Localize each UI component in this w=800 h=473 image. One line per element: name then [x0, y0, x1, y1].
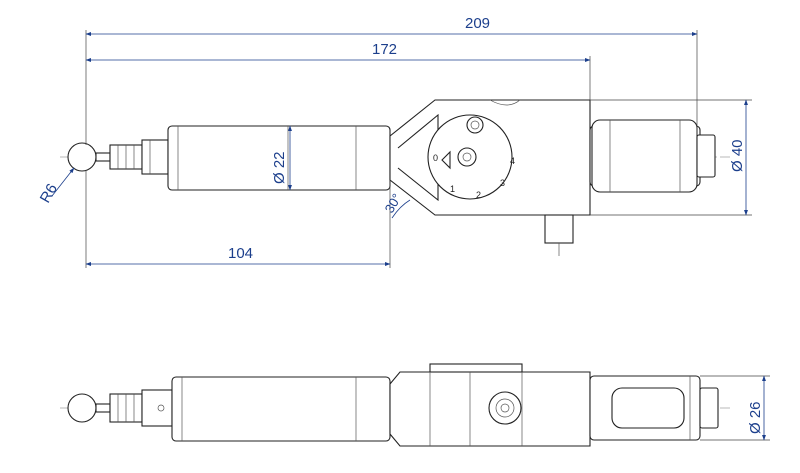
dial-mark-2: 2 [476, 190, 481, 200]
dial-center [457, 147, 477, 167]
dim-ball-radius: R6 [37, 181, 61, 206]
dial: 0 1 2 3 4 [427, 114, 515, 200]
adapter [141, 139, 169, 175]
dim-side-diameter: Ø 26 [747, 401, 764, 434]
dial-mark-0: 0 [433, 153, 438, 163]
bottom-lug [544, 214, 574, 244]
dial-mark-3: 3 [500, 178, 505, 188]
stylus-stem [95, 152, 111, 162]
rear-window [611, 387, 685, 429]
shank-side [171, 376, 391, 442]
dim-angle: 30° [382, 191, 405, 216]
rear-cap [696, 134, 716, 178]
side-view: Ø 26 [60, 363, 770, 447]
dim-overall-length: 209 [465, 15, 490, 32]
dim-body-length: 172 [372, 41, 397, 58]
top-plate [429, 363, 523, 373]
top-view: 0 1 2 3 4 209 172 104 Ø 22 [37, 15, 752, 268]
dial-mark-4: 4 [510, 156, 515, 166]
probe-ball-side [67, 393, 97, 423]
dim-head-diameter: Ø 40 [729, 139, 746, 172]
dim-shank-diameter: Ø 22 [271, 151, 288, 184]
adapter-side [141, 389, 173, 427]
dial-mark-1: 1 [450, 184, 455, 194]
side-knob [488, 391, 522, 425]
probe-ball [67, 142, 97, 172]
rear-knob [591, 119, 698, 193]
dim-shank-length: 104 [228, 245, 253, 262]
dial-screw [466, 116, 484, 134]
